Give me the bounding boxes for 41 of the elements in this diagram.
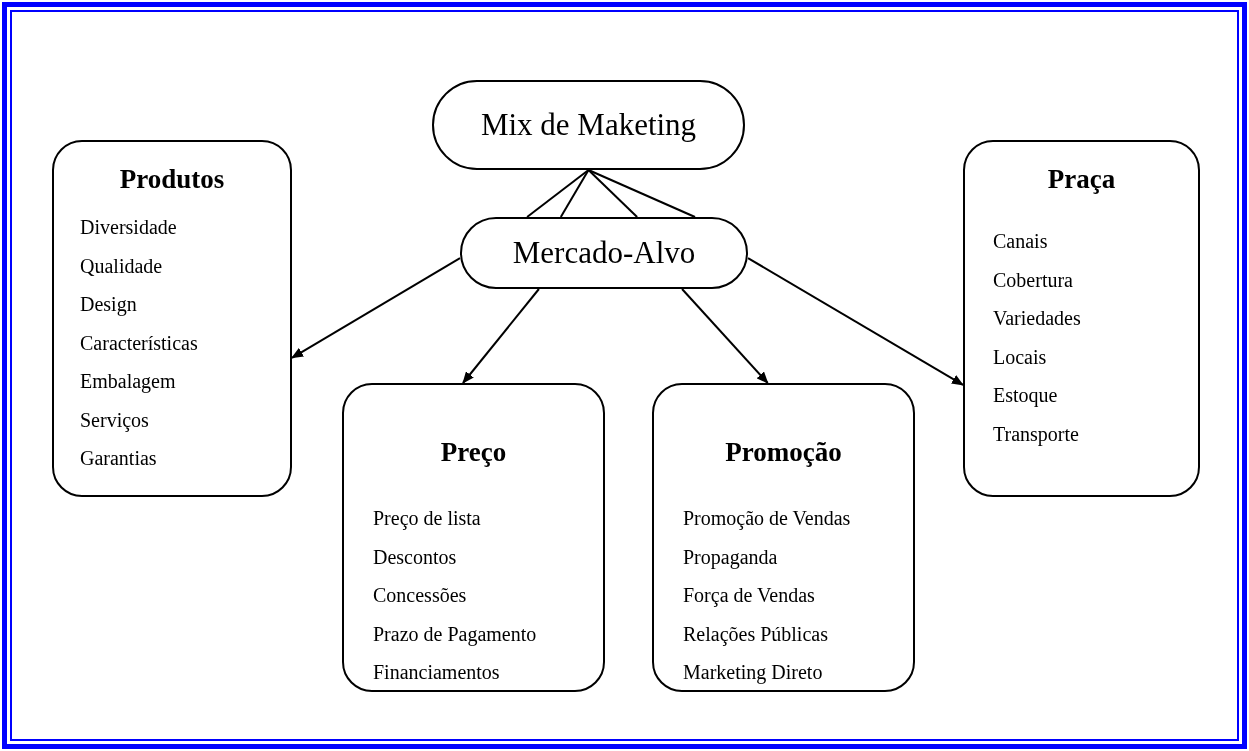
list-item: Prazo de Pagamento <box>373 622 537 646</box>
arrow <box>681 288 769 384</box>
list-item: Diversidade <box>80 216 177 239</box>
connector-line <box>526 169 590 218</box>
list-item: Locais <box>993 345 1047 369</box>
category-card <box>963 140 1200 497</box>
list-item: Cobertura <box>993 268 1073 292</box>
list-item: Concessões <box>373 584 467 607</box>
card-heading: Promoção <box>724 437 843 468</box>
list-item: Transporte <box>993 422 1079 446</box>
arrow <box>747 257 964 386</box>
list-item: Embalagem <box>80 370 176 393</box>
node-label: Mix de Maketing <box>479 107 698 143</box>
arrow <box>462 288 540 384</box>
connector-line <box>587 169 639 218</box>
list-item: Marketing Direto <box>683 661 823 684</box>
list-item: Canais <box>993 230 1048 253</box>
connector-line <box>559 169 590 218</box>
list-item: Garantias <box>80 447 157 470</box>
arrow <box>291 257 461 359</box>
list-item: Descontos <box>373 545 457 569</box>
list-item: Financiamentos <box>373 661 500 684</box>
card-heading: Praça <box>1046 164 1117 195</box>
connector-line <box>587 169 696 218</box>
list-item: Propaganda <box>683 545 778 569</box>
list-item: Características <box>80 331 198 355</box>
list-item: Preço de lista <box>373 507 481 530</box>
list-item: Serviços <box>80 408 149 432</box>
list-item: Relações Públicas <box>683 622 828 646</box>
category-card <box>342 383 605 692</box>
list-item: Qualidade <box>80 254 163 278</box>
category-card <box>52 140 292 497</box>
card-heading: Produtos <box>118 164 226 195</box>
card-heading: Preço <box>439 437 508 468</box>
list-item: Design <box>80 293 137 316</box>
list-item: Estoque <box>993 384 1058 407</box>
node-label: Mercado-Alvo <box>511 235 697 271</box>
category-card <box>652 383 915 692</box>
list-item: Promoção de Vendas <box>683 507 851 530</box>
list-item: Variedades <box>993 307 1081 330</box>
list-item: Força de Vendas <box>683 584 815 607</box>
